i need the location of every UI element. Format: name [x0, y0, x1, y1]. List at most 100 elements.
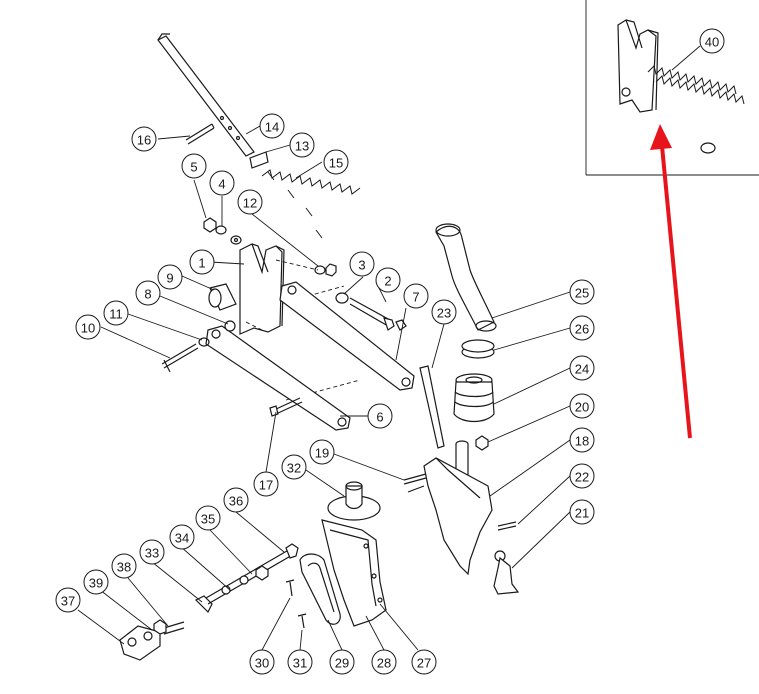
callout-circle [103, 300, 129, 326]
callout-number: 37 [61, 594, 75, 609]
part-link-7 [279, 281, 415, 391]
callout-circle [223, 487, 249, 513]
part-rod-14 [157, 33, 255, 157]
part-nut-20 [475, 435, 489, 451]
callout-circle [403, 283, 429, 309]
part-hook-21 [493, 550, 520, 595]
callout-circle [569, 393, 595, 419]
callout-circle [169, 524, 195, 550]
callout-number: 38 [117, 560, 131, 575]
callout-circle [209, 170, 235, 196]
callout-28: 28 [371, 649, 397, 675]
callout-29: 29 [329, 649, 355, 675]
callout-number: 8 [144, 287, 151, 302]
callout-number: 26 [575, 322, 589, 337]
callout-circle [375, 267, 401, 293]
callout-number: 18 [575, 434, 589, 449]
part-screw-30 [285, 579, 295, 597]
callout-number: 12 [243, 196, 257, 211]
callout-number: 11 [109, 307, 123, 322]
callout-9: 9 [157, 264, 183, 290]
part-clip-13 [249, 151, 269, 169]
callout-number: 39 [89, 576, 103, 591]
callout-number: 22 [575, 470, 589, 485]
leader-lines [77, 125, 571, 651]
red-arrow [650, 124, 692, 439]
callout-22: 22 [569, 463, 595, 489]
callout-24: 24 [569, 355, 595, 381]
callout-38: 38 [111, 553, 137, 579]
callout-number: 17 [259, 478, 273, 493]
callout-number: 31 [293, 656, 307, 671]
callout-circle [569, 279, 595, 305]
callout-circle [411, 649, 437, 675]
part-nut-5-washer-4 [203, 217, 242, 245]
callout-31: 31 [287, 649, 313, 675]
callout-circle [329, 649, 355, 675]
callout-circle [83, 569, 109, 595]
callout-8: 8 [135, 280, 161, 306]
callout-30: 30 [249, 649, 275, 675]
callout-circle [75, 314, 101, 340]
part-link-6 [205, 325, 351, 431]
callout-7: 7 [403, 283, 429, 309]
callout-number: 9 [166, 271, 173, 286]
callout-16: 16 [131, 126, 157, 152]
part-plate-29 [299, 553, 341, 625]
assembly-line [307, 285, 345, 297]
callout-circle [259, 113, 285, 139]
callout-6: 6 [367, 403, 393, 429]
callout-circle [569, 499, 595, 525]
callout-group: 1234567891011121314151617181920212223242… [55, 28, 725, 675]
callout-number: 15 [329, 156, 343, 171]
part-bolts-19 [403, 473, 427, 493]
callout-10: 10 [75, 314, 101, 340]
callout-27: 27 [411, 649, 437, 675]
callout-circle [569, 315, 595, 341]
part-pin-16 [185, 123, 215, 145]
callout-32: 32 [281, 454, 307, 480]
callout-circle [569, 463, 595, 489]
callout-15: 15 [323, 149, 349, 175]
callout-number: 1 [198, 256, 205, 271]
callout-number: 10 [81, 321, 95, 336]
callout-circle [699, 28, 725, 54]
callout-circle [323, 149, 349, 175]
callout-number: 40 [705, 35, 719, 50]
callout-circle [135, 280, 161, 306]
callout-circle [55, 587, 81, 613]
callout-number: 3 [358, 258, 365, 273]
callout-circle [367, 403, 393, 429]
callout-circle [131, 126, 157, 152]
callout-number: 33 [145, 546, 159, 561]
callout-number: 7 [412, 290, 419, 305]
callout-circle [253, 471, 279, 497]
callout-number: 5 [190, 160, 197, 175]
callout-number: 4 [218, 177, 225, 192]
callout-39: 39 [83, 569, 109, 595]
callout-circle [111, 553, 137, 579]
callout-circle [237, 189, 263, 215]
callout-2: 2 [375, 267, 401, 293]
callout-11: 11 [103, 300, 129, 326]
callout-circle [287, 649, 313, 675]
callout-number: 27 [417, 656, 431, 671]
callout-21: 21 [569, 499, 595, 525]
part-tube-25 [435, 223, 497, 332]
callout-number: 34 [175, 531, 189, 546]
callout-5: 5 [181, 153, 207, 179]
callout-1: 1 [189, 249, 215, 275]
assembly-line [275, 259, 319, 271]
part-screw-31 [297, 613, 307, 629]
callout-4: 4 [209, 170, 235, 196]
callout-23: 23 [431, 299, 457, 325]
callout-number: 23 [437, 306, 451, 321]
callout-number: 25 [575, 286, 589, 301]
part-bracket-1 [239, 243, 285, 335]
part-rod-23 [419, 365, 445, 449]
inset-box [585, 0, 759, 176]
part-clevis-37-39 [119, 619, 185, 661]
callout-circle [281, 454, 307, 480]
